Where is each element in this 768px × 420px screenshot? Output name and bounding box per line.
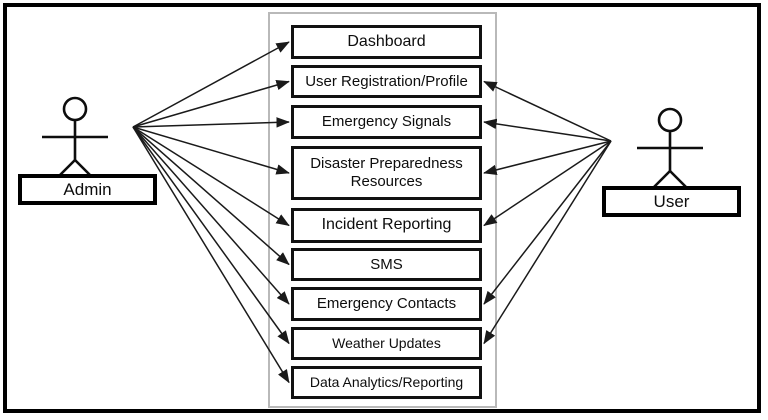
actor-figure-admin[interactable] [42, 96, 108, 183]
association-admin-to-incident [132, 126, 290, 227]
association-user-to-signals [483, 118, 612, 142]
actor-head-icon [657, 107, 683, 133]
use-case-label: Emergency Contacts [316, 295, 457, 313]
use-case-preparedness[interactable]: Disaster Preparedness Resources [291, 146, 482, 200]
actor-label: Admin [63, 179, 112, 199]
use-case-contacts[interactable]: Emergency Contacts [291, 287, 482, 321]
use-case-label: Incident Reporting [321, 216, 452, 234]
use-case-registration[interactable]: User Registration/Profile [291, 65, 482, 98]
association-user-to-registration [483, 80, 612, 142]
use-case-label: Data Analytics/Reporting [309, 374, 464, 391]
actor-figure-user[interactable] [637, 107, 703, 194]
use-case-dashboard[interactable]: Dashboard [291, 25, 482, 59]
use-case-analytics[interactable]: Data Analytics/Reporting [291, 366, 482, 399]
use-case-label: Emergency Signals [321, 113, 452, 131]
use-case-weather[interactable]: Weather Updates [291, 327, 482, 360]
use-case-label: Dashboard [347, 32, 426, 50]
use-case-label: User Registration/Profile [305, 72, 468, 90]
use-case-label: SMS [370, 255, 403, 273]
association-admin-to-preparedness [132, 126, 290, 175]
actor-usecase-connectors [132, 41, 612, 384]
association-admin-to-contacts [132, 126, 290, 305]
actor-box-admin[interactable]: Admin [18, 174, 157, 205]
use-case-sms[interactable]: SMS [291, 248, 482, 281]
association-user-to-contacts [483, 140, 612, 305]
use-case-signals[interactable]: Emergency Signals [291, 105, 482, 139]
use-case-label: Weather Updates [332, 335, 441, 352]
actor-label: User [653, 191, 690, 211]
association-admin-to-registration [132, 79, 290, 128]
association-admin-to-sms [132, 126, 290, 266]
actor-head-icon [62, 96, 88, 122]
use-case-incident[interactable]: Incident Reporting [291, 208, 482, 243]
system-boundary-box [268, 12, 497, 408]
association-user-to-weather [483, 140, 612, 345]
association-admin-to-signals [132, 117, 290, 128]
association-admin-to-dashboard [132, 41, 290, 128]
use-case-label: Disaster Preparedness Resources [310, 155, 463, 190]
association-user-to-preparedness [483, 140, 612, 176]
association-user-to-incident [483, 140, 612, 227]
actor-box-user[interactable]: User [602, 186, 741, 217]
association-admin-to-analytics [132, 126, 290, 384]
association-admin-to-weather [132, 126, 290, 345]
diagram-outer-frame [3, 3, 761, 413]
